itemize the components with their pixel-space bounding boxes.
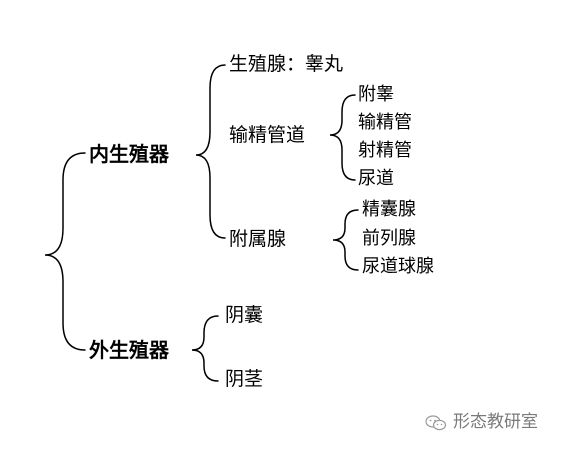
watermark-text: 形态教研室: [453, 412, 538, 432]
ducts-item-vas-deferens: 输精管: [358, 112, 412, 133]
gonad-label: 生殖腺：睾丸: [229, 53, 344, 75]
internal-genitalia-label: 内生殖器: [89, 142, 169, 166]
external-genitalia-label: 外生殖器: [89, 338, 169, 362]
glands-label: 附属腺: [229, 228, 287, 250]
glands-brace: [332, 209, 359, 271]
external-item-scrotum: 阴囊: [225, 304, 264, 326]
ducts-item-epididymis: 附睾: [358, 84, 394, 105]
wechat-chat-bubbles-icon: [425, 415, 447, 431]
ducts-label: 输精管道: [229, 124, 306, 146]
glands-item-prostate: 前列腺: [362, 228, 416, 249]
glands-item-seminal-vesicle: 精囊腺: [362, 199, 416, 220]
external-item-penis: 阴茎: [225, 368, 264, 390]
external-brace: [191, 315, 219, 382]
ducts-item-urethra: 尿道: [358, 168, 394, 189]
internal-brace: [195, 64, 226, 239]
glands-item-bulbourethral: 尿道球腺: [362, 256, 434, 277]
ducts-item-ejaculatory-duct: 射精管: [358, 140, 412, 161]
ducts-brace: [329, 94, 356, 181]
root-brace: [44, 152, 86, 351]
